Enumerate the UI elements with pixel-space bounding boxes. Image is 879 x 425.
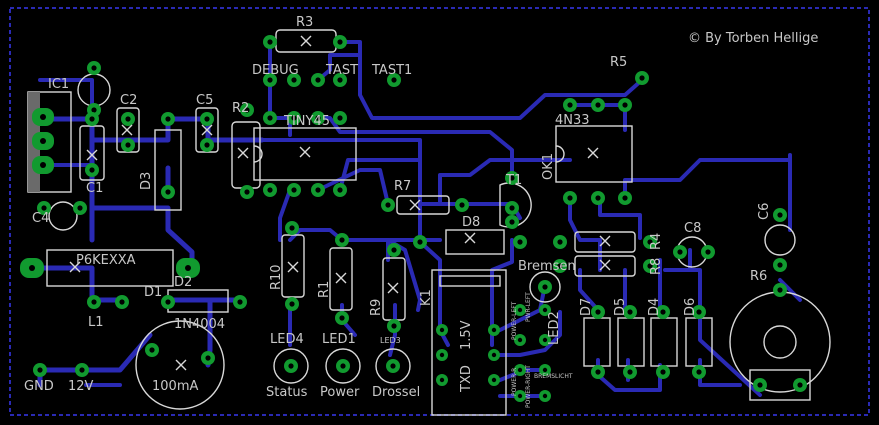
label-power-r: POWER-R — [511, 368, 518, 396]
label-d7: D7 — [579, 298, 594, 316]
p6k-body — [46, 249, 174, 287]
label-r9: R9 — [369, 299, 384, 316]
label-d3: D3 — [139, 172, 154, 190]
label-c4: C4 — [32, 211, 49, 226]
label-led1: LED1 — [322, 332, 356, 347]
label-bremsen: Bremsen — [518, 259, 576, 274]
label-status: Status — [266, 385, 308, 400]
label-c2: C2 — [120, 93, 137, 108]
label-r5: R5 — [610, 55, 627, 70]
label-d5: D5 — [613, 298, 628, 316]
c2-body — [116, 107, 140, 153]
label-tast: TAST — [325, 63, 358, 78]
label-power-left: POWER-LEFT — [511, 301, 518, 340]
d3-body — [154, 129, 182, 211]
silkscreen — [27, 29, 831, 416]
ok1-body — [555, 125, 633, 183]
label-r3: R3 — [296, 15, 313, 30]
label-l1: L1 — [88, 315, 104, 330]
c5-body — [195, 107, 219, 153]
label-ic1: IC1 — [48, 77, 69, 92]
r7-body — [396, 195, 450, 215]
label-gnd: GND — [24, 379, 54, 394]
label-r6: R6 — [750, 269, 767, 284]
label-t1: T1 — [505, 173, 522, 188]
d5-body — [617, 317, 645, 367]
label-100ma: 100mA — [152, 379, 198, 394]
label-r1: R1 — [317, 281, 332, 298]
label-tast1: TAST1 — [371, 63, 412, 78]
led3-body — [375, 348, 411, 384]
r10-body — [281, 234, 305, 298]
credit-text: © By Torben Hellige — [688, 31, 818, 46]
label-d1: D1 — [144, 285, 162, 300]
labels: © By Torben Hellige IC1 C2 C5 R2 R3 DEBU… — [24, 15, 818, 408]
label-r2: R2 — [232, 101, 249, 116]
label-c8: C8 — [684, 221, 701, 236]
label-12v: 12V — [68, 379, 94, 394]
label-1n4004: 1N4004 — [174, 317, 225, 332]
label-bremslicht: BREMSLICHT — [534, 373, 573, 380]
k1-body — [431, 269, 507, 416]
led4-body — [273, 348, 309, 384]
label-k1: K1 — [419, 289, 434, 306]
label-r8: R8 — [649, 258, 664, 275]
d8-body — [445, 229, 505, 255]
copper-traces — [24, 40, 802, 398]
pads — [20, 35, 807, 402]
r8-body — [574, 255, 636, 277]
label-pwr-left: PWR-LEFT — [525, 292, 532, 322]
r1-body — [329, 247, 353, 311]
label-led3: LED3 — [380, 336, 401, 345]
r4-body — [574, 231, 636, 253]
label-r10: R10 — [269, 264, 284, 290]
label-c5: C5 — [196, 93, 213, 108]
label-led2: LED2 — [547, 311, 562, 345]
label-d6: D6 — [683, 298, 698, 316]
led2-body — [529, 271, 561, 303]
tiny45-body — [253, 127, 357, 181]
c6-body — [764, 224, 796, 256]
silk-marks — [69, 35, 611, 371]
label-drossel: Drossel — [372, 385, 420, 400]
label-power-right: POWER-RIGHT — [525, 365, 532, 408]
label-d2: D2 — [174, 275, 192, 290]
label-led4: LED4 — [270, 332, 304, 347]
label-debug: DEBUG — [252, 63, 299, 78]
r6-body — [729, 291, 831, 393]
label-txd: TXD — [459, 365, 474, 393]
label-c1: C1 — [86, 181, 103, 196]
label-r7: R7 — [394, 179, 411, 194]
d4-body — [650, 317, 678, 367]
label-p6kexxa: P6KEXXA — [76, 253, 136, 268]
label-4n33: 4N33 — [555, 113, 590, 128]
label-power: Power — [320, 385, 360, 400]
c1-body — [79, 125, 105, 181]
r2-body — [231, 121, 261, 189]
label-c6: C6 — [757, 203, 772, 220]
label-d8: D8 — [462, 215, 480, 230]
label-d4: D4 — [647, 298, 662, 316]
c4-body — [48, 201, 78, 231]
label-r4: R4 — [649, 233, 664, 250]
label-ok1: OK1 — [541, 153, 556, 180]
label-tiny45: TINY45 — [283, 114, 330, 129]
label-1-5v: 1.5V — [459, 320, 474, 350]
fuse-body — [135, 320, 225, 410]
led1-body — [325, 348, 361, 384]
